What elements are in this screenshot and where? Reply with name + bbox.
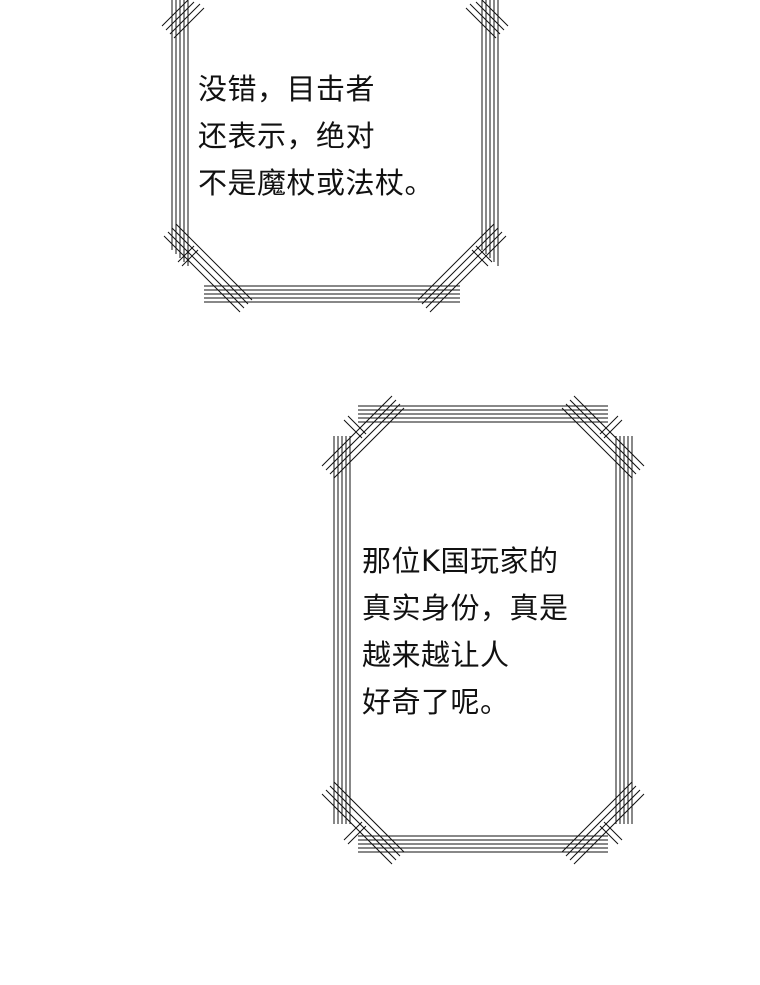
speech-line: 那位K国玩家的 — [362, 544, 559, 578]
speech-line: 不是魔杖或法杖。 — [198, 166, 435, 200]
speech-text-top: 没错，目击者 还表示，绝对 不是魔杖或法杖。 — [198, 66, 434, 207]
speech-line: 真实身份，真是 — [362, 591, 569, 625]
speech-box-top: 没错，目击者 还表示，绝对 不是魔杖或法杖。 — [160, 0, 510, 320]
speech-line: 没错，目击者 — [198, 72, 376, 106]
frame-border-top — [161, 0, 509, 313]
speech-box-bottom: 那位K国玩家的 真实身份，真是 越来越让人 好奇了呢。 — [318, 395, 648, 865]
speech-line: 越来越让人 — [362, 638, 510, 672]
speech-line: 好奇了呢。 — [362, 685, 510, 719]
frame-border-bottom — [321, 395, 645, 865]
speech-line: 还表示，绝对 — [198, 119, 376, 153]
speech-text-bottom: 那位K国玩家的 真实身份，真是 越来越让人 好奇了呢。 — [362, 538, 569, 726]
